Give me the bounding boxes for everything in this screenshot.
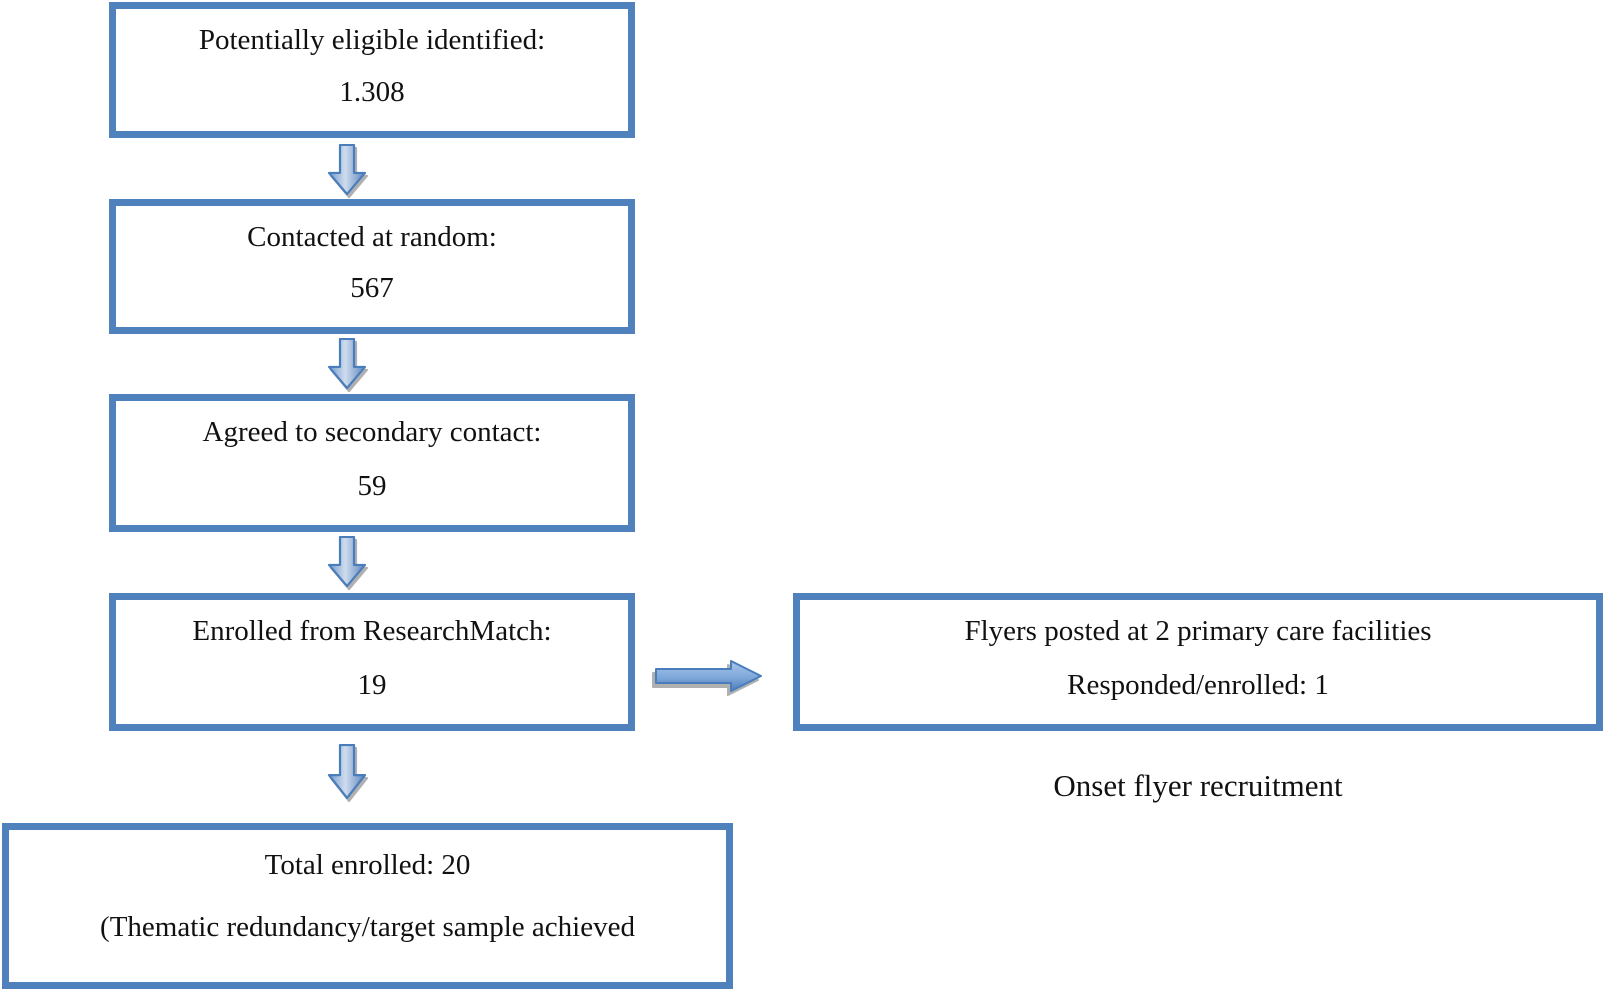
flow-box-total-enrolled: Total enrolled: 20 (Thematic redundancy/… [2, 823, 733, 989]
box-value: 567 [350, 272, 394, 305]
box-value: 59 [357, 470, 387, 503]
box-value: Responded/enrolled: 1 [1067, 669, 1329, 702]
flow-box-contacted-random: Contacted at random: 567 [109, 199, 635, 334]
box-label: Contacted at random: [247, 221, 497, 253]
box-label: Enrolled from ResearchMatch: [192, 615, 552, 647]
flow-box-potentially-eligible: Potentially eligible identified: 1.308 [109, 2, 635, 138]
flow-box-enrolled-researchmatch: Enrolled from ResearchMatch: 19 [109, 593, 635, 731]
flyer-recruitment-caption: Onset flyer recruitment [1053, 768, 1343, 803]
box-label: Flyers posted at 2 primary care faciliti… [964, 615, 1432, 647]
down-arrow-icon [325, 144, 369, 196]
flow-box-flyers-posted: Flyers posted at 2 primary care faciliti… [793, 593, 1603, 731]
box-label: Potentially eligible identified: [198, 24, 546, 56]
box-value: 19 [357, 669, 387, 702]
down-arrow-icon [325, 744, 369, 800]
down-arrow-icon [325, 536, 369, 588]
box-value: (Thematic redundancy/target sample achie… [100, 911, 635, 944]
box-label: Total enrolled: 20 [264, 849, 471, 881]
box-value: 1.308 [339, 76, 405, 109]
flow-box-agreed-secondary: Agreed to secondary contact: 59 [109, 394, 635, 532]
down-arrow-icon [325, 338, 369, 390]
box-label: Agreed to secondary contact: [202, 416, 542, 448]
right-arrow-icon [655, 658, 763, 694]
